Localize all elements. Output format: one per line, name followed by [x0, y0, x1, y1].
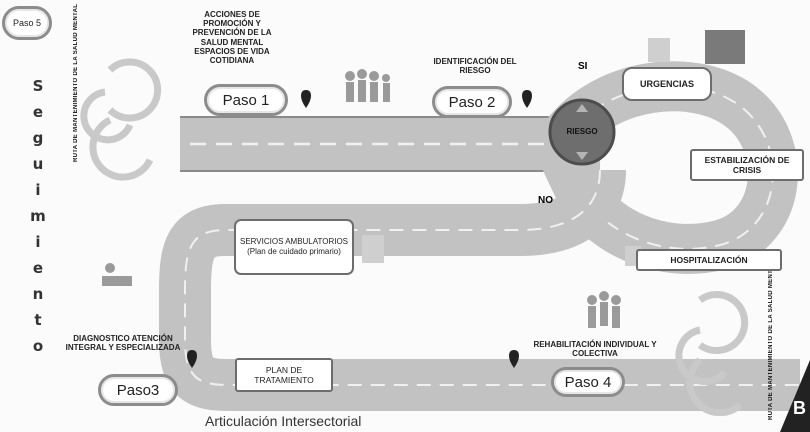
paso3-pill[interactable]: Paso3 — [98, 374, 178, 406]
hospitalizacion-box[interactable]: HOSPITALIZACIÓN — [636, 249, 782, 271]
seguimiento-letter: m — [30, 207, 46, 225]
step1-title: ACCIONES DE PROMOCIÓN Y PREVENCIÓN DE LA… — [192, 10, 272, 65]
footer-title: Articulación Intersectorial — [205, 413, 362, 429]
corner-badge — [780, 360, 810, 432]
cycle-arrows-left — [80, 58, 162, 181]
seguimiento-letter: u — [32, 155, 44, 173]
paso1-pill[interactable]: Paso 1 — [204, 84, 288, 116]
paso5-pill[interactable]: Paso 5 — [2, 6, 52, 40]
seguimiento-letter: n — [32, 285, 44, 303]
step2-title: IDENTIFICACIÓN DEL RIESGO — [433, 57, 517, 76]
urgencias-box[interactable]: URGENCIAS — [622, 67, 712, 101]
si-label: SI — [578, 61, 588, 72]
seguimiento-letter: e — [32, 259, 44, 277]
seguimiento-letter: o — [32, 337, 44, 355]
ambulance-icon — [705, 30, 745, 64]
plan-box[interactable]: PLAN DE TRATAMIENTO — [235, 358, 333, 392]
seguimiento-letter: e — [32, 103, 44, 121]
seguimiento-letter: i — [35, 233, 41, 251]
risk-circle — [548, 98, 616, 166]
location-pin-icon — [187, 90, 532, 368]
no-label: NO — [538, 195, 553, 206]
seguimiento-letter: t — [34, 311, 42, 329]
cycle-arrows-right — [675, 291, 749, 417]
paso2-pill[interactable]: Paso 2 — [432, 86, 512, 118]
seguimiento-letter: g — [32, 129, 44, 147]
left-vertical-text: RUTA DE MANTENIMIENTO DE LA SALUD MENTAL — [73, 3, 79, 162]
seguimiento-letter: i — [35, 181, 41, 199]
step3-title: DIAGNOSTICO ATENCIÓN INTEGRAL Y ESPECIAL… — [65, 334, 181, 353]
corner-letter: B — [793, 398, 806, 418]
paso4-pill[interactable]: Paso 4 — [551, 367, 625, 397]
right-vertical-text: RUTA DE MANTENIMIENTO DE LA SALUD MENTAL — [768, 261, 774, 420]
step4-title: REHABILITACIÓN INDIVIDUAL Y COLECTIVA — [533, 340, 657, 359]
servicios-box[interactable]: SERVICIOS AMBULATORIOS (Plan de cuidado … — [234, 219, 354, 275]
people-icon — [102, 69, 621, 328]
riesgo-label: RIESGO — [566, 127, 598, 136]
estabilizacion-box[interactable]: ESTABILIZACIÓN DE CRISIS — [690, 149, 804, 181]
seguimiento-letter: S — [32, 77, 44, 95]
